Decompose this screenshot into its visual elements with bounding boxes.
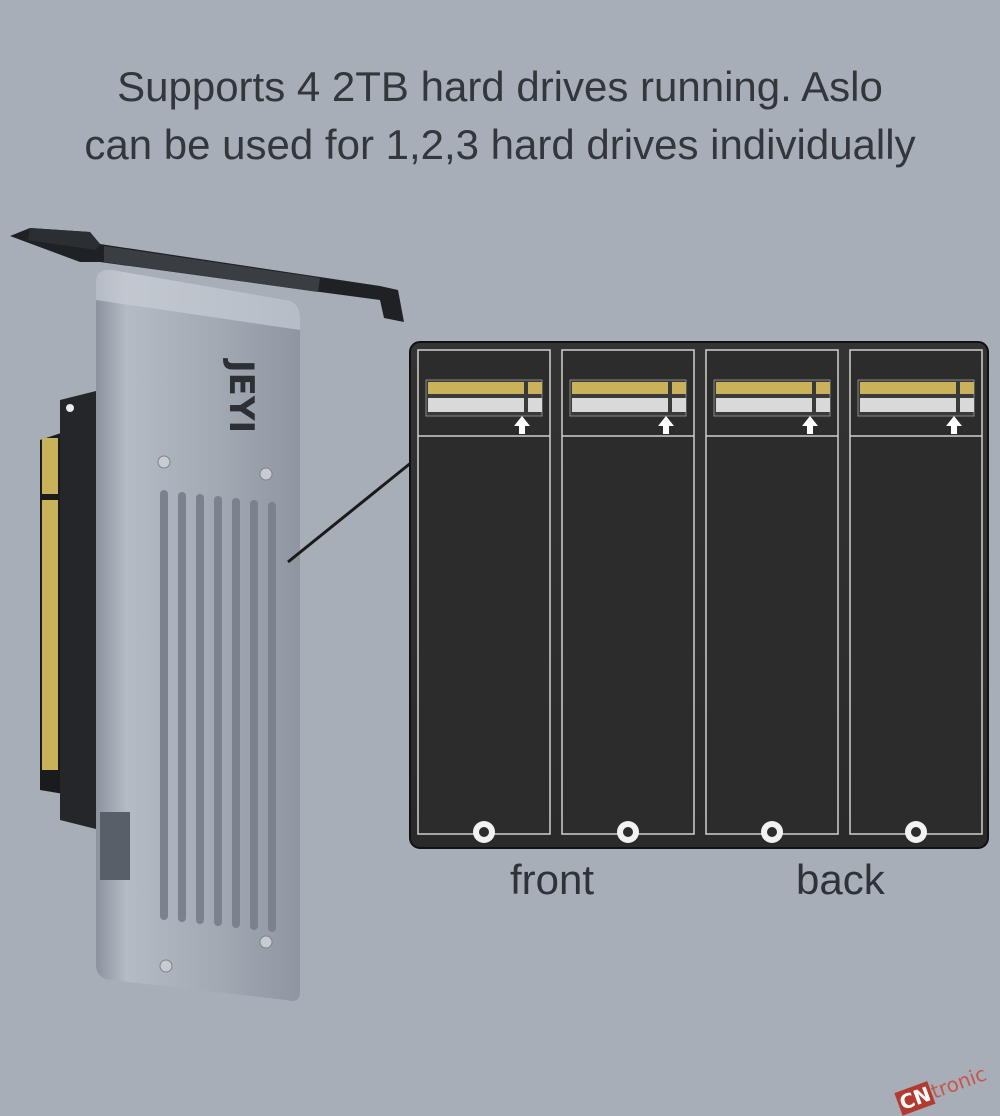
slot-outline <box>849 349 983 835</box>
connector-pins <box>860 398 956 412</box>
connector-contacts-gold <box>572 382 668 394</box>
m2-slot-1 <box>417 349 551 843</box>
connector-contacts-gold-key <box>816 382 830 394</box>
connector-pins-key <box>816 398 830 412</box>
connector-pins-key <box>960 398 974 412</box>
slot-outline <box>561 349 695 835</box>
m2-slots <box>417 349 983 843</box>
up-arrow-icon <box>514 416 530 434</box>
connector-contacts-gold <box>428 382 524 394</box>
up-arrow-icon <box>946 416 962 434</box>
callout-line <box>287 460 413 564</box>
m2-slot-2 <box>561 349 695 843</box>
m2-slot-panel <box>409 341 989 849</box>
connector-contacts-gold-key <box>528 382 542 394</box>
m2-slot-4 <box>849 349 983 843</box>
nvme-card: JEYI <box>66 269 300 1001</box>
standoff-hole <box>911 827 921 837</box>
pcie-connector <box>40 390 100 830</box>
up-arrow-icon <box>802 416 818 434</box>
connector-contacts-gold-key <box>672 382 686 394</box>
slot-outline <box>417 349 551 835</box>
connector-pins <box>572 398 668 412</box>
brand-logo: JEYI <box>221 358 261 433</box>
headline-line-2: can be used for 1,2,3 hard drives indivi… <box>84 121 916 168</box>
slot-outline <box>705 349 839 835</box>
headline-line-1: Supports 4 2TB hard drives running. Aslo <box>117 63 883 110</box>
standoff-hole <box>767 827 777 837</box>
connector-pins-key <box>528 398 542 412</box>
front-label: front <box>510 856 595 903</box>
product-illustration: JEYI <box>10 228 989 1001</box>
headline: Supports 4 2TB hard drives running. Aslo… <box>0 58 1000 174</box>
up-arrow-icon <box>658 416 674 434</box>
back-label: back <box>796 856 885 903</box>
m2-slot-3 <box>705 349 839 843</box>
standoff-hole <box>623 827 633 837</box>
connector-pins <box>428 398 524 412</box>
pcie-bracket <box>10 228 404 322</box>
standoff-hole <box>479 827 489 837</box>
connector-pins <box>716 398 812 412</box>
connector-pins-key <box>672 398 686 412</box>
connector-contacts-gold <box>716 382 812 394</box>
connector-contacts-gold <box>860 382 956 394</box>
connector-contacts-gold-key <box>960 382 974 394</box>
